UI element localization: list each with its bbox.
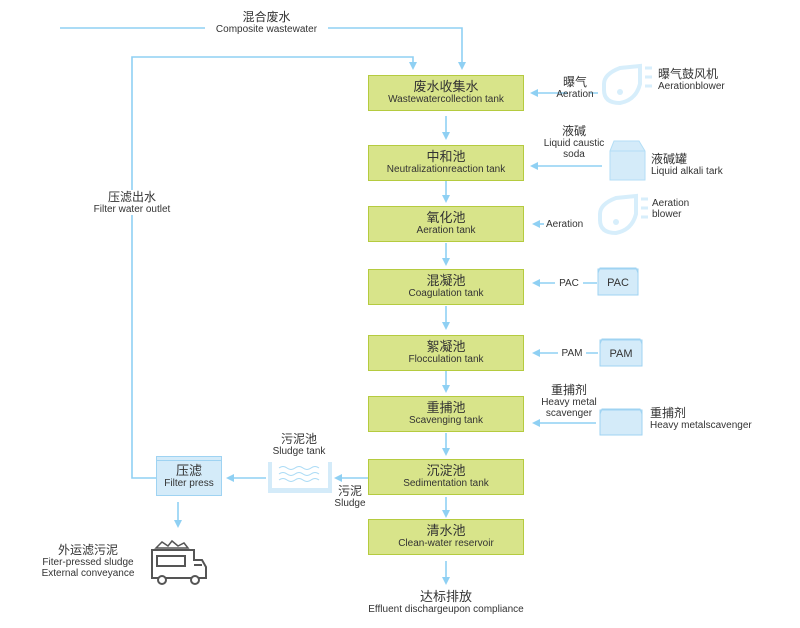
return-label-zh: 压滤出水 <box>107 190 156 204</box>
tank-label-zh: 絮凝池 <box>426 339 466 354</box>
sludge-flow-label: 污泥 Sludge <box>330 484 370 509</box>
tank-label-zh: 混凝池 <box>426 273 466 288</box>
filter-press[interactable]: 压滤 Filter press <box>156 456 222 496</box>
tank-label-en: Aeration tank <box>416 225 476 236</box>
tank-label-zh: 废水收集水 <box>413 79 479 94</box>
pac-input-label: PAC <box>555 278 583 289</box>
inflow-label-en: Composite wastewater <box>215 24 318 35</box>
conveyance-en-2: External conveyance <box>41 568 135 579</box>
tank-icon <box>609 140 646 181</box>
tank-label-zh: 沉淀池 <box>426 463 466 478</box>
return-label-en: Filter water outlet <box>93 204 171 215</box>
tank-flocculation[interactable]: 絮凝池 Flocculation tank <box>368 335 524 371</box>
tank-label-zh: 氧化池 <box>426 210 466 225</box>
tank-label-en: Flocculation tank <box>408 354 484 365</box>
equipment-label-en: Aeration blower <box>652 198 690 220</box>
return-label: 压滤出水 Filter water outlet <box>82 190 182 215</box>
tank-label-en: Wastewatercollection tank <box>388 94 504 105</box>
tank-scavenging[interactable]: 重捕池 Scavenging tank <box>368 396 524 432</box>
blower-icon <box>598 193 648 236</box>
sludge-tank-icon <box>268 462 332 493</box>
input-label-en: Heavy metal scavenger <box>541 397 597 419</box>
discharge-en: Effluent dischargeupon compliance <box>368 604 524 615</box>
filter-press-en: Filter press <box>164 478 214 489</box>
inflow-label: 混合废水 Composite wastewater <box>205 10 328 35</box>
chemical-box-icon <box>599 338 643 367</box>
pam-input-label: PAM <box>558 348 586 359</box>
equipment-label-zh: 曝气鼓风机 <box>658 67 719 81</box>
equipment-label-zh: 液碱罐 <box>651 152 688 166</box>
tank-sedimentation[interactable]: 沉淀池 Sedimentation tank <box>368 459 524 495</box>
input-label-en: Aeration <box>546 219 584 230</box>
alkali-tank-label: 液碱罐 Liquid alkali tark <box>651 152 791 177</box>
tank-label-en: Coagulation tank <box>408 288 484 299</box>
filter-press-zh: 压滤 <box>175 463 202 478</box>
sludge-flow-en: Sludge <box>334 498 366 509</box>
chemical-box-icon <box>597 267 639 296</box>
tank-clean-water[interactable]: 清水池 Clean-water reservoir <box>368 519 524 555</box>
blower-label: 曝气鼓风机 Aerationblower <box>658 67 798 92</box>
equipment-label-en: Liquid alkali tark <box>651 166 723 177</box>
tank-label-zh: 中和池 <box>426 149 466 164</box>
input-label-zh: 重捕剂 <box>550 383 587 397</box>
tank-label-en: Clean-water reservoir <box>398 538 494 549</box>
input-label-en: PAM <box>561 348 583 359</box>
tank-wastewater-collection[interactable]: 废水收集水 Wastewatercollection tank <box>368 75 524 111</box>
tank-label-en: Neutralizationreaction tank <box>386 164 506 175</box>
pam-box-label: PAM <box>609 348 633 360</box>
discharge-label: 达标排放 Effluent dischargeupon compliance <box>346 589 546 615</box>
blower-icon <box>602 63 652 106</box>
equipment-label-en: Heavy metalscavenger <box>650 420 752 431</box>
input-label-zh: 液碱 <box>561 124 586 138</box>
chemical-box-icon <box>599 408 643 436</box>
blower-label-2: Aeration blower <box>652 198 702 220</box>
inflow-label-zh: 混合废水 <box>242 10 291 24</box>
scavenger-input-label: 重捕剂 Heavy metal scavenger <box>535 383 603 419</box>
sludge-tank-zh: 污泥池 <box>280 432 317 446</box>
input-label-zh: 曝气 <box>562 75 587 89</box>
return-line <box>131 56 417 479</box>
sludge-tank-label: 污泥池 Sludge tank <box>262 432 336 457</box>
aeration-input-label: 曝气 Aeration <box>550 75 600 100</box>
input-label-en: Liquid caustic soda <box>543 138 605 160</box>
tank-label-en: Sedimentation tank <box>403 478 489 489</box>
tank-label-en: Scavenging tank <box>409 415 483 426</box>
tank-aeration[interactable]: 氧化池 Aeration tank <box>368 206 524 242</box>
conveyance-en-1: Fiter-pressed sludge <box>42 557 134 568</box>
conveyance-label: 外运滤污泥 Fiter-pressed sludge External conv… <box>28 543 148 579</box>
tank-label-zh: 重捕池 <box>426 400 466 415</box>
discharge-zh: 达标排放 <box>419 589 472 604</box>
input-label-en: Aeration <box>556 89 594 100</box>
equipment-label-zh: 重捕剂 <box>650 406 687 420</box>
tank-coagulation[interactable]: 混凝池 Coagulation tank <box>368 269 524 305</box>
conveyance-zh: 外运滤污泥 <box>57 543 118 557</box>
equipment-label-en: Aerationblower <box>658 81 725 92</box>
scavenger-equipment-label: 重捕剂 Heavy metalscavenger <box>650 406 800 431</box>
pac-box-label: PAC <box>607 277 629 289</box>
input-label-en: PAC <box>559 278 579 289</box>
truck-icon <box>151 539 207 585</box>
sludge-tank-en: Sludge tank <box>272 446 326 457</box>
tank-label-zh: 清水池 <box>426 523 466 538</box>
aeration-input-label-2: Aeration <box>546 219 596 230</box>
caustic-input-label: 液碱 Liquid caustic soda <box>536 124 612 160</box>
sludge-flow-zh: 污泥 <box>337 484 362 498</box>
inflow-line <box>60 27 462 66</box>
tank-neutralization[interactable]: 中和池 Neutralizationreaction tank <box>368 145 524 181</box>
